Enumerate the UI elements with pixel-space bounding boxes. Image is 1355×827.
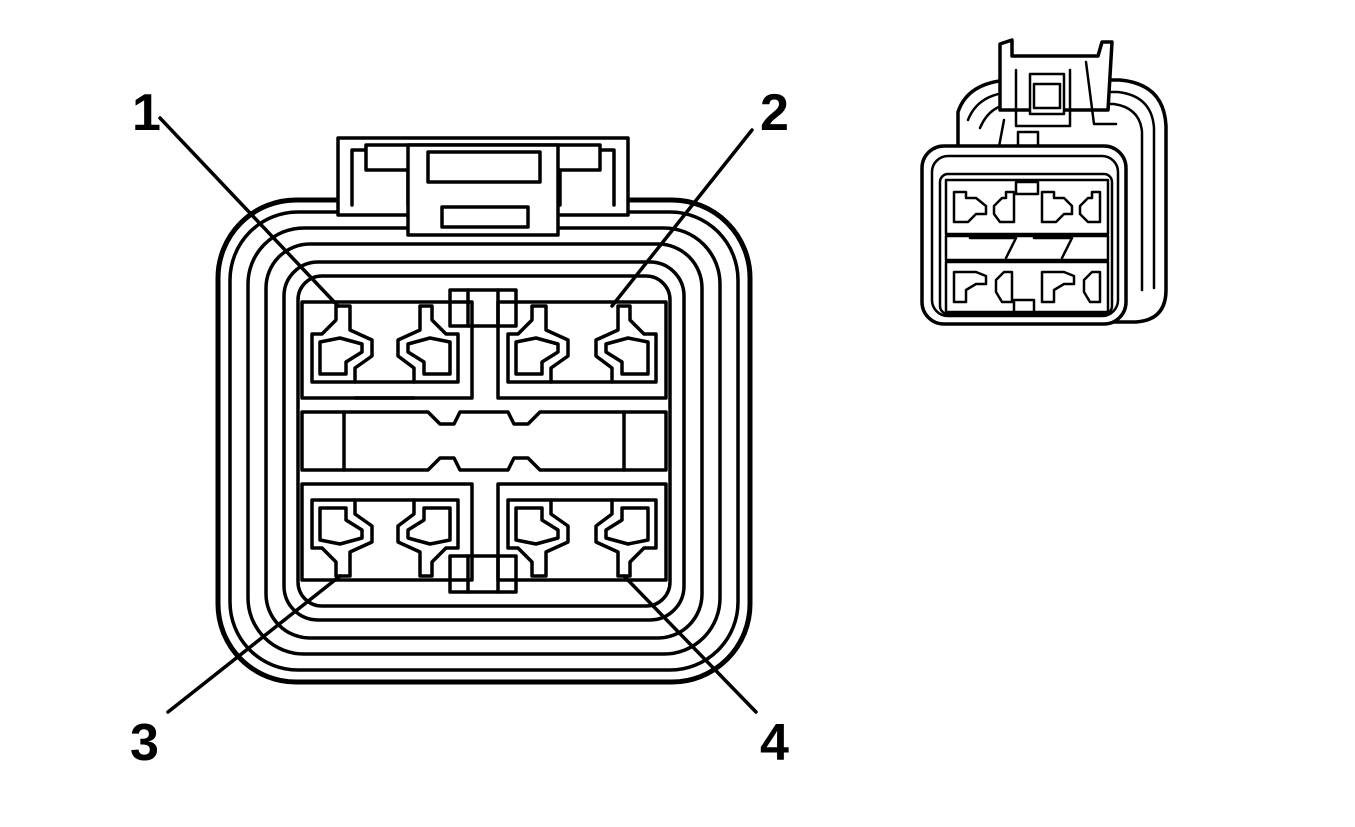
pin-callout-1: 1: [132, 84, 340, 308]
iso-cavity-2: [1040, 190, 1074, 224]
leader-line-3: [166, 574, 342, 714]
connector-body: [215, 136, 753, 685]
shell-ring-3: [264, 242, 704, 640]
center-separator: [300, 410, 668, 472]
pin-callout-3: 3: [130, 574, 342, 772]
pin-label-3: 3: [130, 714, 159, 772]
shell-ring-5: [296, 274, 672, 608]
cavity-frame-2: [496, 300, 668, 400]
pin-callout-4: 4: [622, 574, 789, 772]
shell-ring-4: [282, 260, 686, 622]
cavity-frame-3: [300, 482, 474, 582]
bottom-key: [448, 554, 518, 594]
leader-line-4: [622, 574, 758, 714]
terminal-cavity-3: [310, 498, 460, 578]
pin-label-1: 1: [132, 84, 161, 142]
pin-label-4: 4: [760, 714, 789, 772]
iso-cavity-4: [1040, 270, 1076, 304]
iso-cavity-3: [952, 270, 988, 304]
iso-cavity-1: [952, 190, 988, 224]
top-key: [448, 288, 518, 328]
pin-label-2: 2: [760, 84, 789, 142]
leader-line-2: [610, 128, 754, 308]
leader-line-1: [158, 116, 340, 308]
iso-latch: [996, 38, 1118, 156]
lock-tab: [336, 136, 630, 237]
terminal-cavity-4: [506, 498, 658, 578]
cavity-frame-4: [496, 482, 668, 582]
pin-callout-2: 2: [610, 84, 789, 308]
terminal-cavity-1: [310, 304, 460, 400]
connector-isometric-view: [920, 38, 1168, 326]
terminal-cavity-2: [506, 304, 658, 384]
